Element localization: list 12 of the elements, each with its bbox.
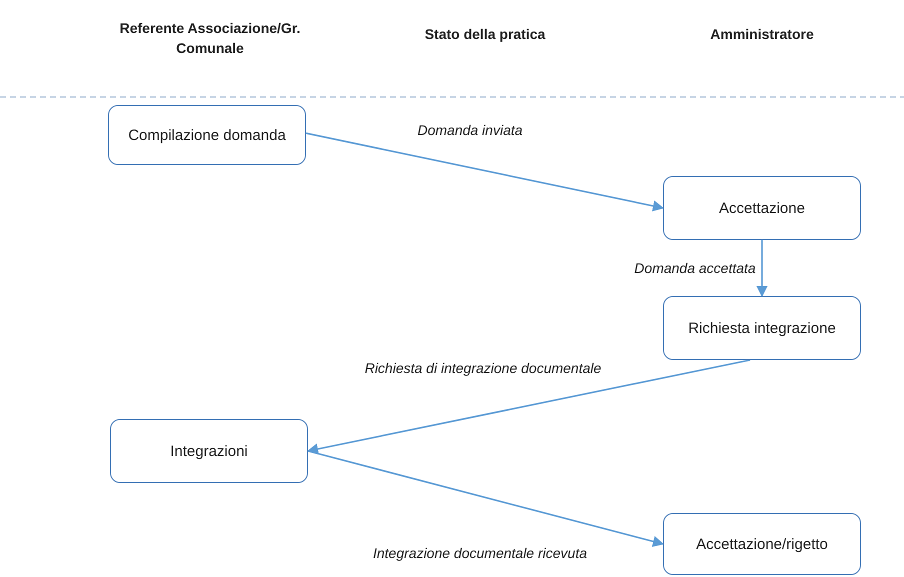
arrow	[306, 132, 664, 212]
arrow	[756, 240, 768, 298]
arrow	[308, 450, 664, 547]
column-header: Referente Associazione/Gr. Comunale	[118, 19, 302, 58]
arrow	[306, 359, 750, 454]
process-box: Richiesta integrazione	[663, 296, 861, 360]
column-header: Amministratore	[709, 25, 815, 44]
process-box: Compilazione domanda	[108, 105, 306, 165]
process-box: Accettazione/rigetto	[663, 513, 861, 575]
process-box: Integrazioni	[110, 419, 308, 483]
column-header: Stato della pratica	[424, 25, 546, 44]
process-box: Accettazione	[663, 176, 861, 240]
